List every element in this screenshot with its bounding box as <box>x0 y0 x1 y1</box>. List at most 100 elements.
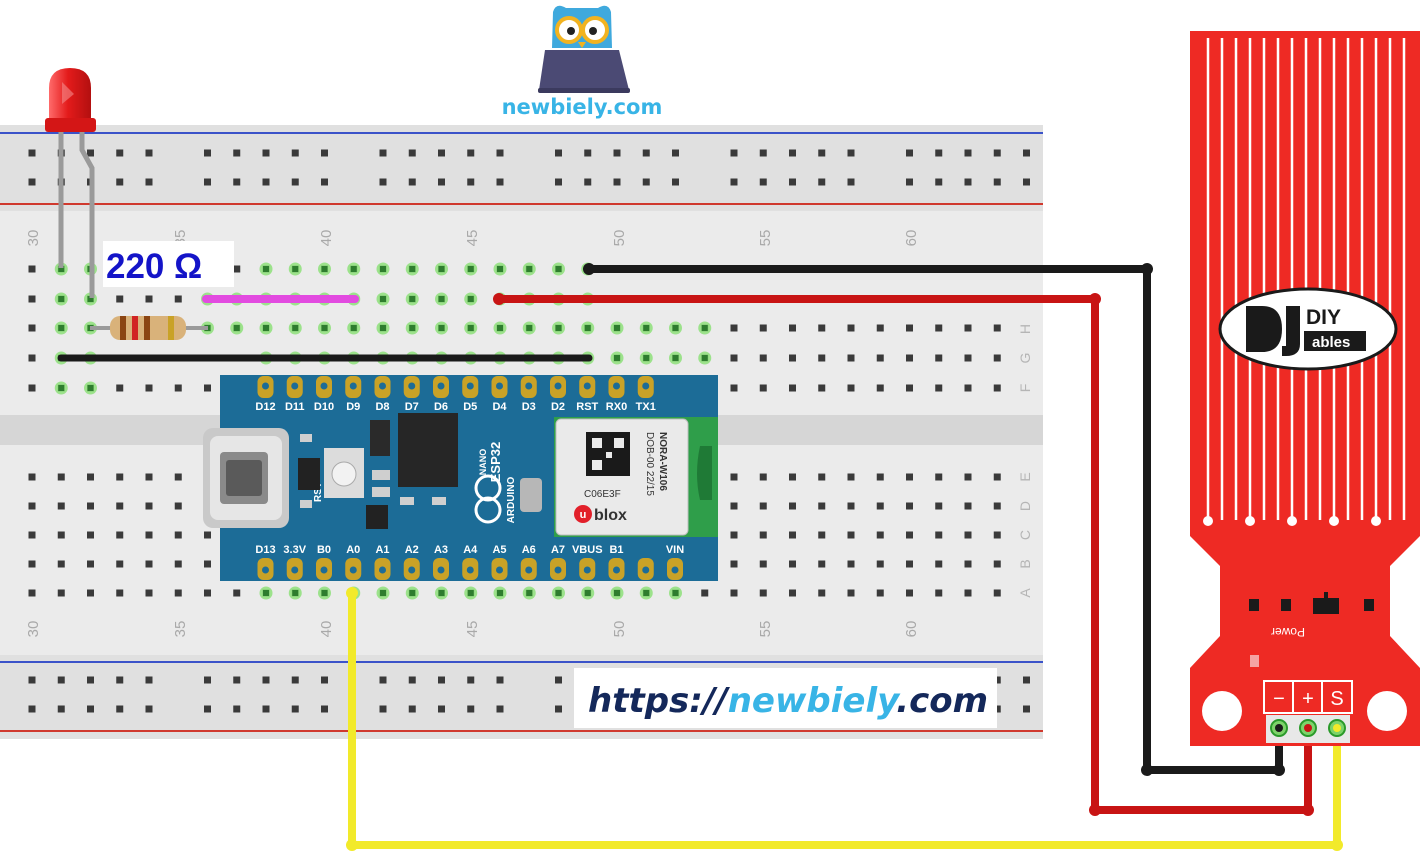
breadboard-hole <box>145 295 153 303</box>
breadboard-hole <box>730 502 738 510</box>
breadboard-hole <box>28 531 36 539</box>
rail-hole <box>145 676 153 684</box>
breadboard-hole <box>57 531 65 539</box>
rail-hole <box>116 705 124 713</box>
diyables-brand-top: DIY <box>1306 306 1341 329</box>
breadboard-hole <box>174 502 182 510</box>
breadboard-hole <box>964 560 972 568</box>
board-pin-label: 3.3V <box>283 544 306 556</box>
rail-hole <box>204 149 211 157</box>
breadboard-hole <box>964 502 972 510</box>
breadboard-hole <box>876 324 884 332</box>
resistor-label: 220 Ω <box>106 247 202 286</box>
usb-c-port <box>203 428 289 528</box>
rail-hole <box>321 178 328 186</box>
col-num-35-bottom: 35 <box>172 621 189 638</box>
breadboard-hole <box>876 589 884 597</box>
breadboard-hole <box>87 473 94 481</box>
mount-hole-left <box>1202 691 1242 731</box>
breadboard-hole <box>993 589 1001 597</box>
breadboard-hole <box>876 531 884 539</box>
col-num-50: 50 <box>611 230 628 247</box>
rail-hole <box>204 178 211 186</box>
breadboard-hole <box>730 560 738 568</box>
rail-hole <box>408 149 416 157</box>
breadboard-hole <box>935 473 943 481</box>
board-pins-top <box>257 376 654 398</box>
board-pin-label: D10 <box>314 401 334 413</box>
rail-hole <box>496 676 504 684</box>
breadboard-hole <box>116 295 124 303</box>
ublox-module: C06E3F DOB-00 22/15 NORA-W106 u blox <box>554 417 718 537</box>
breadboard-hole <box>28 473 36 481</box>
rst-label: RST <box>313 482 324 502</box>
sensor-pin-header: − + S <box>1263 680 1353 743</box>
rail-hole <box>1023 149 1030 157</box>
breadboard-hole <box>116 384 124 392</box>
pin-label-signal: S <box>1330 688 1343 710</box>
rail-hole <box>584 178 592 186</box>
rail-hole <box>291 676 299 684</box>
breadboard-hole <box>935 589 943 597</box>
rail-hole <box>262 676 270 684</box>
rail-hole <box>379 149 387 157</box>
board-pin-label: RST <box>576 401 598 413</box>
col-num-55: 55 <box>757 230 774 247</box>
rail-hole <box>759 149 767 157</box>
col-num-40: 40 <box>318 230 335 247</box>
breadboard-hole <box>759 473 767 481</box>
rail-hole <box>467 705 475 713</box>
breadboard-hole <box>964 531 972 539</box>
rail-hole <box>408 676 416 684</box>
rail-hole <box>555 178 562 186</box>
site-name: newbiely.com <box>502 95 663 119</box>
rail-hole <box>379 705 387 713</box>
diyables-logo: DIY ables <box>1218 287 1398 371</box>
breadboard-hole <box>28 324 36 332</box>
breadboard-hole <box>847 560 855 568</box>
breadboard-hole <box>964 324 972 332</box>
breadboard-hole <box>906 324 913 332</box>
breadboard-hole <box>28 354 36 362</box>
breadboard-hole <box>847 473 855 481</box>
rail-hole <box>116 676 124 684</box>
breadboard-hole <box>57 502 65 510</box>
rst-button[interactable] <box>331 461 357 487</box>
rail-hole <box>262 149 270 157</box>
breadboard-hole <box>174 384 182 392</box>
breadboard-hole <box>906 531 913 539</box>
row-letter-f: F <box>1017 384 1033 393</box>
rail-hole <box>233 149 241 157</box>
rail-hole <box>993 705 1001 713</box>
breadboard-hole <box>28 560 36 568</box>
rail-hole <box>87 676 94 684</box>
col-num-45: 45 <box>464 230 481 247</box>
url-prefix: https:// <box>588 681 730 721</box>
breadboard-hole <box>818 502 826 510</box>
breadboard-hole <box>789 589 796 597</box>
board-pin-label: A6 <box>522 544 536 556</box>
rail-hole <box>408 705 416 713</box>
diyables-brand-bottom: ables <box>1312 334 1350 351</box>
rail-hole <box>672 149 679 157</box>
rail-hole <box>613 149 621 157</box>
rail-hole <box>642 149 650 157</box>
breadboard-hole <box>789 560 796 568</box>
breadboard-hole <box>145 384 153 392</box>
breadboard-hole <box>57 589 65 597</box>
breadboard-hole <box>28 384 36 392</box>
rail-hole <box>116 178 124 186</box>
yellow-wire-signal <box>348 593 1341 849</box>
rail-hole <box>233 178 241 186</box>
breadboard-hole <box>847 589 855 597</box>
breadboard-hole <box>935 354 943 362</box>
breadboard-hole <box>730 354 738 362</box>
breadboard-hole <box>174 560 182 568</box>
breadboard-hole <box>145 502 153 510</box>
breadboard-hole <box>116 531 124 539</box>
col-num-45-bottom: 45 <box>464 621 481 638</box>
rail-hole <box>321 705 328 713</box>
breadboard-hole <box>818 384 826 392</box>
pin-label-gnd: − <box>1273 688 1285 710</box>
rail-hole <box>438 676 445 684</box>
